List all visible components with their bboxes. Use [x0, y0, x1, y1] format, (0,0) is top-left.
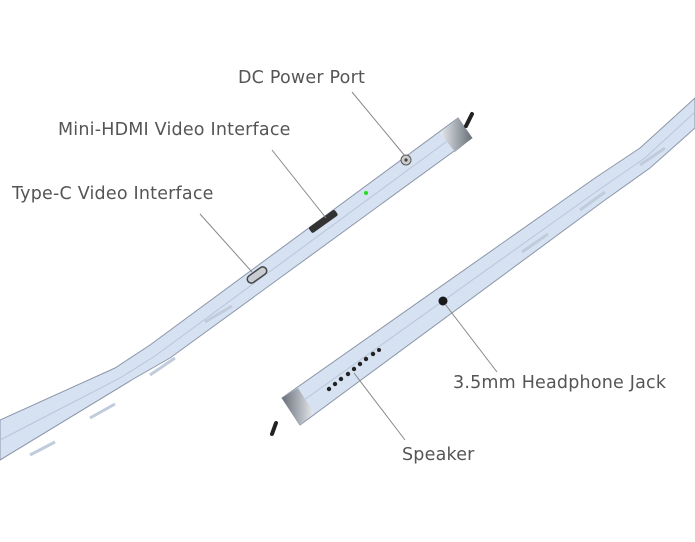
device-right-edge	[270, 97, 695, 436]
stylus-tip	[464, 112, 474, 128]
label-headphone-jack: 3.5mm Headphone Jack	[453, 373, 667, 393]
leader-lines	[199, 91, 498, 441]
label-mini-hdmi: Mini-HDMI Video Interface	[58, 120, 291, 140]
leader-mini-hdmi	[271, 149, 327, 219]
speaker-grille	[326, 348, 381, 392]
label-speaker: Speaker	[402, 445, 475, 465]
leader-type-c	[199, 213, 253, 273]
label-dc-power-port: DC Power Port	[238, 68, 366, 88]
led-indicator	[364, 191, 368, 195]
device-left-edge	[0, 112, 474, 461]
leader-dc-power	[351, 91, 406, 157]
label-type-c: Type-C Video Interface	[12, 184, 214, 204]
end-cap	[282, 388, 314, 425]
headphone-jack	[438, 296, 448, 306]
type-c-port	[246, 266, 268, 284]
end-cap	[440, 118, 472, 152]
stylus-tip	[270, 421, 278, 436]
leader-headphone	[444, 303, 498, 373]
leader-speaker	[353, 372, 406, 441]
mini-hdmi-port	[309, 210, 338, 233]
